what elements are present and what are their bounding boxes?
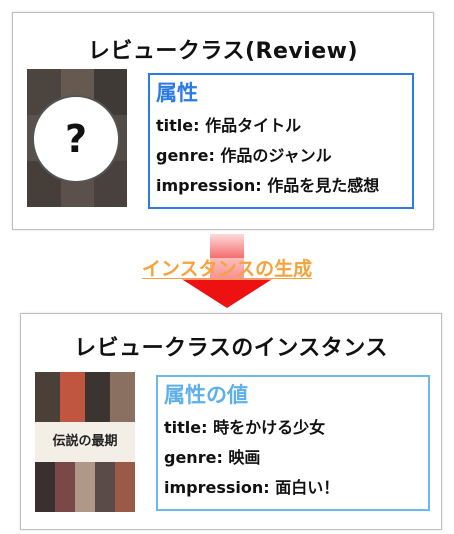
attribute-box: 属性 title: 作品タイトル genre: 作品のジャンル impressi… xyxy=(148,73,414,209)
attribute-impression: impression: 作品を見た感想 xyxy=(156,176,380,195)
class-card-title: レビュークラス(Review) xyxy=(87,39,359,64)
poster-title: 伝説の最期 xyxy=(52,434,118,449)
attribute-title: title: 作品タイトル xyxy=(156,116,302,135)
class-card: レビュークラス(Review) ? 属性 title: 作品タイトル genre… xyxy=(12,12,434,230)
arrow-label: インスタンスの生成 xyxy=(0,254,454,281)
instance-card: レビュークラスのインスタンス 伝説の最期 属性の値 title: 時をかける少女… xyxy=(20,313,442,530)
value-impression: impression: 面白い！ xyxy=(164,478,340,497)
attribute-value-box: 属性の値 title: 時をかける少女 genre: 映画 impression… xyxy=(156,375,430,511)
attribute-genre: genre: 作品のジャンル xyxy=(156,146,332,165)
movie-poster-image: 伝説の最期 xyxy=(35,372,135,512)
attribute-heading: 属性 xyxy=(156,81,198,105)
arrow-label-text: インスタンスの生成 xyxy=(139,258,315,280)
blurred-poster-image: ? xyxy=(27,69,127,207)
attribute-value-heading: 属性の値 xyxy=(164,383,248,407)
instance-card-title: レビュークラスのインスタンス xyxy=(74,336,388,361)
value-title: title: 時をかける少女 xyxy=(164,418,326,437)
value-genre: genre: 映画 xyxy=(164,448,261,467)
question-mark-icon: ? xyxy=(32,95,120,183)
